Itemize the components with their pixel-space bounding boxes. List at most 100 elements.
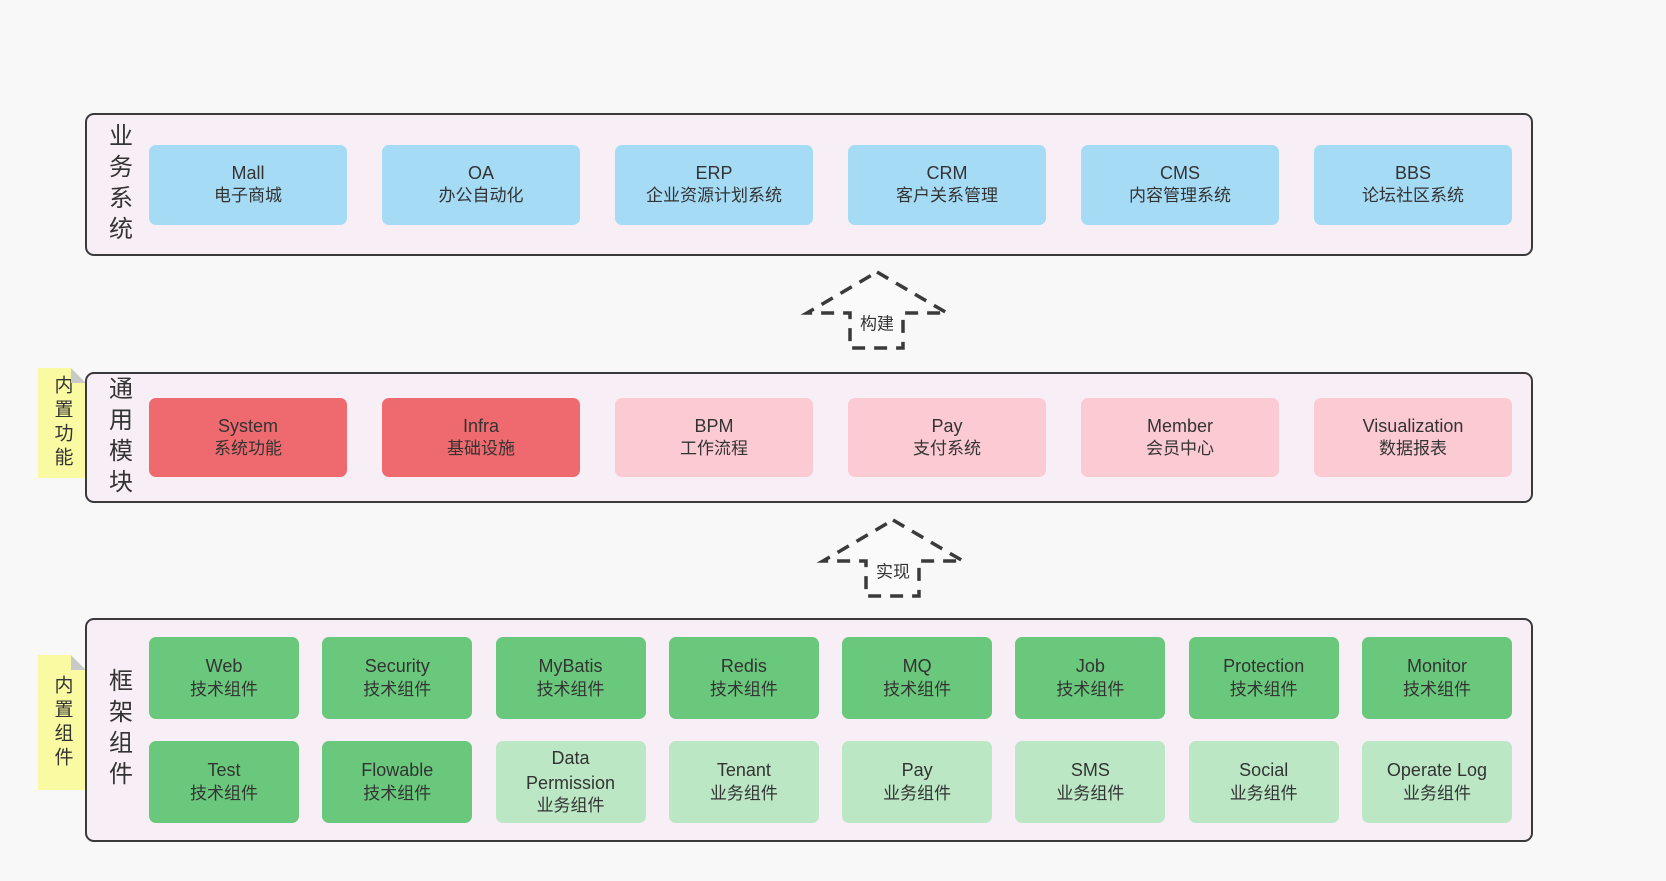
box-job: Job 技术组件	[1015, 637, 1166, 719]
box-subtitle: 业务组件	[536, 795, 605, 815]
folded-corner-icon	[71, 655, 86, 670]
box-web: Web 技术组件	[149, 637, 299, 719]
business-systems-row: Mall 电子商城 OA 办公自动化 ERP 企业资源计划系统 CRM 客户关系…	[149, 115, 1512, 254]
box-subtitle: 数据报表	[1379, 439, 1447, 459]
box-title: Job	[1075, 656, 1105, 677]
layer-label: 框架组件	[104, 668, 132, 792]
box-mall: Mall 电子商城	[149, 144, 347, 225]
arrow-label-implement: 实现	[872, 557, 914, 583]
layer-business-systems: 业务系统 Mall 电子商城 OA 办公自动化 ERP 企业资源计划系统 CRM…	[85, 113, 1533, 256]
box-subtitle: 技术组件	[1056, 679, 1125, 699]
box-subtitle: 技术组件	[883, 679, 952, 699]
box-title: Security	[364, 656, 430, 677]
box-test: Test 技术组件	[149, 741, 299, 823]
box-subtitle: 业务组件	[709, 783, 778, 803]
box-title: Pay	[931, 415, 963, 436]
box-title: MyBatis	[538, 656, 603, 677]
sticky-note-builtin-components: 内置组件	[38, 655, 86, 790]
box-subtitle: 工作流程	[680, 439, 748, 459]
sticky-note-text: 内置组件	[51, 674, 73, 771]
box-protection: Protection 技术组件	[1188, 637, 1339, 719]
box-title: Test	[207, 760, 241, 781]
box-social: Social 业务组件	[1188, 741, 1339, 823]
box-title: Operate Log	[1386, 760, 1487, 781]
box-subtitle: 技术组件	[363, 783, 432, 803]
box-pay-component: Pay 业务组件	[842, 741, 993, 823]
box-title: Tenant	[716, 760, 771, 781]
arrow-label-build: 构建	[856, 309, 898, 335]
box-subtitle: 技术组件	[1402, 679, 1471, 699]
box-title: Infra	[462, 415, 500, 436]
box-subtitle: 支付系统	[913, 439, 981, 459]
box-sms: SMS 业务组件	[1015, 741, 1166, 823]
box-subtitle: 办公自动化	[438, 186, 524, 206]
box-title: BBS	[1394, 162, 1432, 183]
box-title: Monitor	[1406, 656, 1467, 677]
box-title: MQ	[902, 656, 932, 677]
box-bbs: BBS 论坛社区系统	[1314, 144, 1512, 225]
box-title: Flowable	[361, 760, 434, 781]
box-flowable: Flowable 技术组件	[322, 741, 473, 823]
box-subtitle: 系统功能	[214, 439, 282, 459]
box-title: OA	[467, 162, 494, 183]
box-monitor: Monitor 技术组件	[1361, 637, 1512, 719]
box-infra: Infra 基础设施	[382, 398, 580, 477]
layer-framework-components: 框架组件 Web 技术组件 Security 技术组件 MyBatis 技术组件…	[85, 618, 1533, 842]
box-tenant: Tenant 业务组件	[668, 741, 819, 823]
box-operate-log: Operate Log 业务组件	[1361, 741, 1512, 823]
box-system: System 系统功能	[149, 398, 347, 477]
box-crm: CRM 客户关系管理	[848, 144, 1046, 225]
box-subtitle: 企业资源计划系统	[646, 186, 782, 206]
box-title: SMS	[1070, 760, 1110, 781]
box-oa: OA 办公自动化	[382, 144, 580, 225]
business-components-row: Test 技术组件 Flowable 技术组件 Data Permission …	[149, 741, 1512, 823]
box-mybatis: MyBatis 技术组件	[495, 637, 646, 719]
box-subtitle: 技术组件	[363, 679, 432, 699]
box-title: Pay	[901, 760, 933, 781]
box-subtitle: 技术组件	[709, 679, 778, 699]
layer-label: 业务系统	[104, 122, 132, 247]
box-subtitle: 业务组件	[883, 783, 952, 803]
box-erp: ERP 企业资源计划系统	[615, 144, 813, 225]
box-title: CMS	[1160, 162, 1200, 183]
box-subtitle: 业务组件	[1402, 783, 1471, 803]
box-subtitle: 技术组件	[190, 783, 258, 803]
box-title: Mall	[231, 162, 265, 183]
box-visualization: Visualization 数据报表	[1314, 398, 1512, 477]
box-title: BPM	[694, 415, 734, 436]
box-bpm: BPM 工作流程	[615, 398, 813, 477]
box-title: Protection	[1223, 656, 1305, 677]
box-redis: Redis 技术组件	[668, 637, 819, 719]
box-subtitle: 技术组件	[190, 679, 258, 699]
box-title: Member	[1146, 415, 1213, 436]
box-title: Redis	[720, 656, 767, 677]
box-title: Social	[1239, 760, 1289, 781]
box-mq: MQ 技术组件	[842, 637, 993, 719]
box-title: Web	[205, 656, 243, 677]
framework-components-grid: Web 技术组件 Security 技术组件 MyBatis 技术组件 Redi…	[149, 620, 1512, 840]
folded-corner-icon	[71, 368, 86, 383]
tech-components-row: Web 技术组件 Security 技术组件 MyBatis 技术组件 Redi…	[149, 637, 1512, 719]
box-subtitle: 客户关系管理	[896, 186, 998, 206]
box-title: System	[217, 415, 278, 436]
box-subtitle: 电子商城	[214, 186, 282, 206]
box-title: Data Permission	[526, 748, 616, 793]
box-title: Visualization	[1362, 415, 1464, 436]
box-title: CRM	[926, 162, 968, 183]
box-subtitle: 业务组件	[1056, 783, 1125, 803]
box-pay-module: Pay 支付系统	[848, 398, 1046, 477]
box-subtitle: 会员中心	[1146, 439, 1214, 459]
box-subtitle: 内容管理系统	[1129, 186, 1231, 206]
box-subtitle: 业务组件	[1229, 783, 1298, 803]
common-modules-row: System 系统功能 Infra 基础设施 BPM 工作流程 Pay 支付系统…	[149, 374, 1512, 501]
box-title: ERP	[695, 162, 733, 183]
box-subtitle: 技术组件	[1229, 679, 1298, 699]
box-cms: CMS 内容管理系统	[1081, 144, 1279, 225]
box-data-permission: Data Permission 业务组件	[495, 741, 646, 823]
box-security: Security 技术组件	[322, 637, 473, 719]
layer-label: 通用模块	[104, 375, 132, 500]
sticky-note-builtin-features: 内置功能	[38, 368, 86, 478]
sticky-note-text: 内置功能	[51, 375, 73, 471]
layer-common-modules: 通用模块 System 系统功能 Infra 基础设施 BPM 工作流程 Pay…	[85, 372, 1533, 503]
